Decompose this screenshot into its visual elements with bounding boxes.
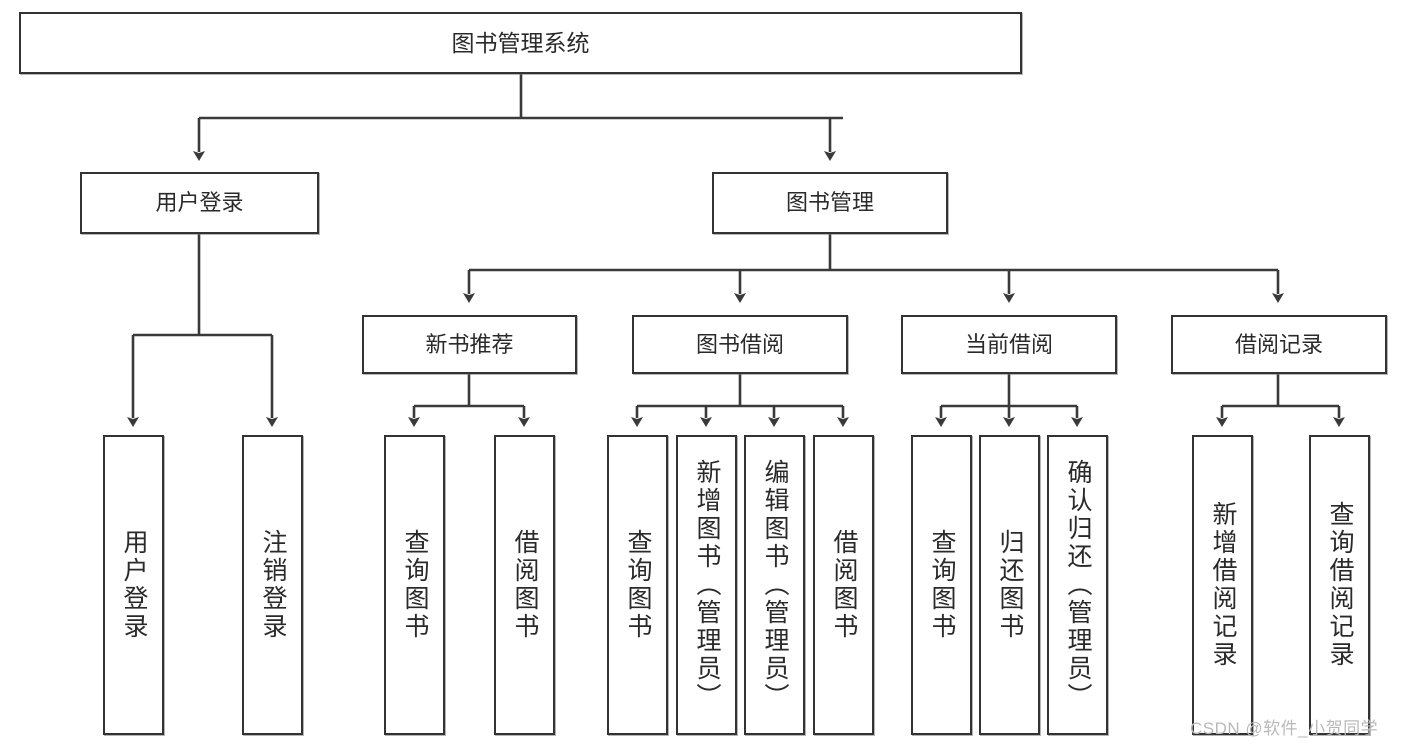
node-leaf-confirm-return[interactable]: 确认归还（管理员） — [1047, 435, 1108, 735]
node-root-label: 图书管理系统 — [451, 29, 590, 56]
node-leaf-query-record[interactable]: 查询借阅记录 — [1309, 435, 1370, 735]
node-leaf-borrow-book-2-label: 借阅图书 — [830, 529, 858, 641]
node-leaf-query-book-1[interactable]: 查询图书 — [384, 435, 445, 735]
node-user-login-label: 用户登录 — [155, 190, 244, 216]
node-leaf-borrow-book-1[interactable]: 借阅图书 — [494, 435, 555, 735]
node-leaf-borrow-book-1-label: 借阅图书 — [511, 529, 539, 641]
node-leaf-query-book-2-label: 查询图书 — [624, 529, 652, 641]
node-leaf-user-login[interactable]: 用户登录 — [103, 435, 164, 735]
node-current-borrow[interactable]: 当前借阅 — [901, 315, 1117, 374]
node-borrow-record[interactable]: 借阅记录 — [1171, 315, 1387, 374]
node-new-book-rec[interactable]: 新书推荐 — [362, 315, 577, 374]
node-book-borrow-label: 图书借阅 — [695, 331, 784, 357]
node-leaf-confirm-return-label: 确认归还（管理员） — [1064, 459, 1092, 711]
node-borrow-record-label: 借阅记录 — [1234, 331, 1323, 357]
node-leaf-add-book[interactable]: 新增图书（管理员） — [676, 435, 737, 735]
node-leaf-borrow-book-2[interactable]: 借阅图书 — [813, 435, 874, 735]
node-book-manage-label: 图书管理 — [785, 190, 874, 216]
node-leaf-query-book-3-label: 查询图书 — [928, 529, 956, 641]
node-user-login[interactable]: 用户登录 — [80, 172, 319, 234]
node-leaf-return-book[interactable]: 归还图书 — [979, 435, 1040, 735]
node-leaf-edit-book[interactable]: 编辑图书（管理员） — [744, 435, 805, 735]
node-leaf-return-book-label: 归还图书 — [996, 529, 1024, 641]
node-leaf-add-record-label: 新增借阅记录 — [1209, 501, 1237, 669]
node-leaf-query-book-3[interactable]: 查询图书 — [911, 435, 972, 735]
node-book-manage[interactable]: 图书管理 — [712, 172, 948, 234]
node-new-book-rec-label: 新书推荐 — [425, 331, 514, 357]
node-leaf-add-record[interactable]: 新增借阅记录 — [1192, 435, 1253, 735]
node-leaf-query-record-label: 查询借阅记录 — [1326, 501, 1354, 669]
node-leaf-query-book-1-label: 查询图书 — [401, 529, 429, 641]
node-leaf-add-book-label: 新增图书（管理员） — [693, 459, 721, 711]
node-current-borrow-label: 当前借阅 — [964, 331, 1053, 357]
node-leaf-query-book-2[interactable]: 查询图书 — [607, 435, 668, 735]
node-leaf-user-login-label: 用户登录 — [120, 529, 148, 641]
node-leaf-edit-book-label: 编辑图书（管理员） — [761, 459, 789, 711]
node-book-borrow[interactable]: 图书借阅 — [632, 315, 848, 374]
node-leaf-logout-label: 注销登录 — [259, 529, 287, 641]
node-leaf-logout[interactable]: 注销登录 — [242, 435, 303, 735]
node-root[interactable]: 图书管理系统 — [19, 12, 1022, 74]
